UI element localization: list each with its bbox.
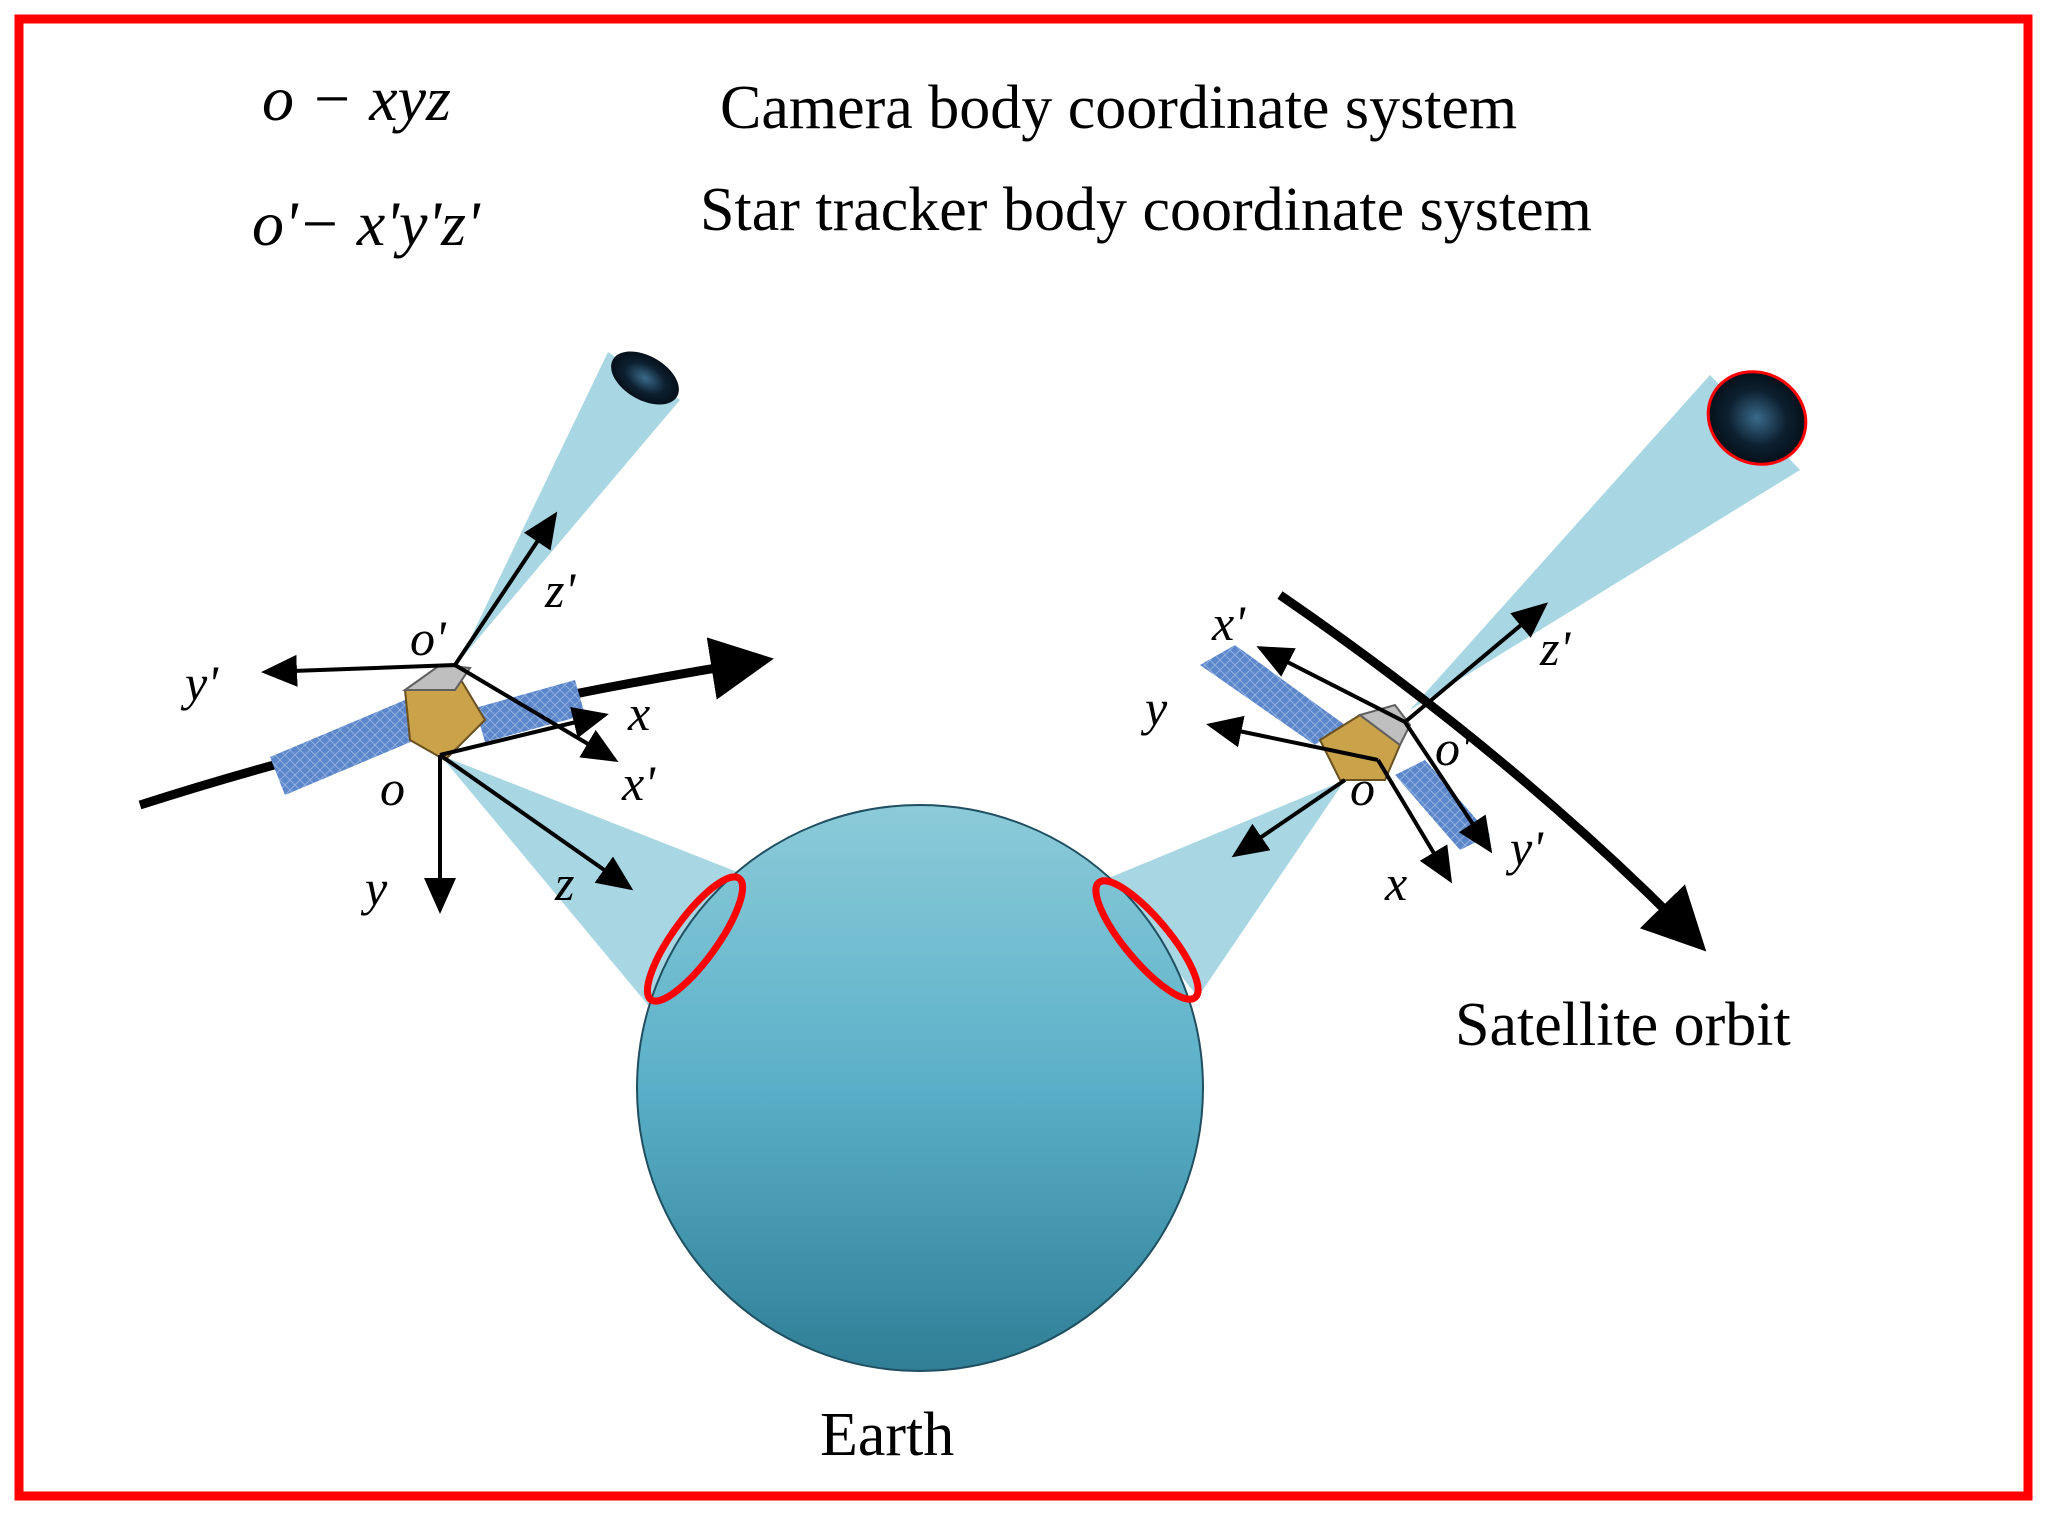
left-label-y-prime: y' xyxy=(180,655,219,711)
left-star-field-disc xyxy=(611,351,679,405)
right-label-y-prime: y' xyxy=(1505,820,1544,876)
star-tracker-frame-description: Star tracker body coordinate system xyxy=(700,176,1592,244)
right-label-x: x xyxy=(1384,855,1407,911)
left-label-o: o xyxy=(380,760,405,816)
left-star-tracker-beam xyxy=(460,352,680,660)
left-satellite-top xyxy=(401,663,472,691)
right-label-y: y xyxy=(1140,680,1168,736)
left-label-o-prime: o' xyxy=(410,610,447,666)
earth-globe xyxy=(636,804,1204,1372)
right-z-axis xyxy=(1231,778,1347,858)
left-label-x: x xyxy=(627,685,650,741)
left-label-x-prime: x' xyxy=(621,755,656,811)
camera-frame-symbol: o − xyz xyxy=(262,63,451,134)
right-label-o-prime: o' xyxy=(1435,720,1472,776)
left-x-axis xyxy=(439,706,609,757)
left-y-prime-axis xyxy=(261,654,456,687)
right-label-x-prime: x' xyxy=(1211,595,1246,651)
left-z-axis xyxy=(438,753,634,891)
right-star-tracker-beam xyxy=(1410,375,1800,710)
right-orbit-arc xyxy=(1277,591,1707,952)
left-label-y: y xyxy=(360,860,388,916)
left-label-z: z xyxy=(554,855,574,911)
left-camera-footprint xyxy=(643,873,747,1005)
left-solar-panel-a xyxy=(270,700,420,795)
right-y-axis xyxy=(1206,715,1379,762)
left-x-prime-axis xyxy=(453,663,619,763)
right-label-o: o xyxy=(1350,760,1375,816)
right-star-field-disc xyxy=(1706,370,1808,466)
right-camera-footprint xyxy=(1092,877,1202,1003)
orbit-label: Satellite orbit xyxy=(1455,991,1791,1059)
right-solar-panel-a xyxy=(1200,645,1345,745)
right-y-prime-axis xyxy=(1403,720,1493,854)
camera-frame-description: Camera body coordinate system xyxy=(720,74,1517,142)
left-z-prime-axis xyxy=(453,511,558,667)
right-label-z-prime: z' xyxy=(1539,620,1571,676)
left-label-z-prime: z' xyxy=(544,562,576,618)
right-x-prime-axis xyxy=(1256,646,1406,724)
star-tracker-frame-symbol: o'− x'y'z' xyxy=(252,188,481,259)
right-satellite-top xyxy=(1357,703,1412,747)
right-camera-beam xyxy=(1104,780,1345,997)
right-x-axis xyxy=(1376,758,1453,884)
earth-label: Earth xyxy=(820,1401,954,1469)
border-frame xyxy=(14,14,2033,1501)
right-z-prime-axis xyxy=(1403,602,1549,724)
